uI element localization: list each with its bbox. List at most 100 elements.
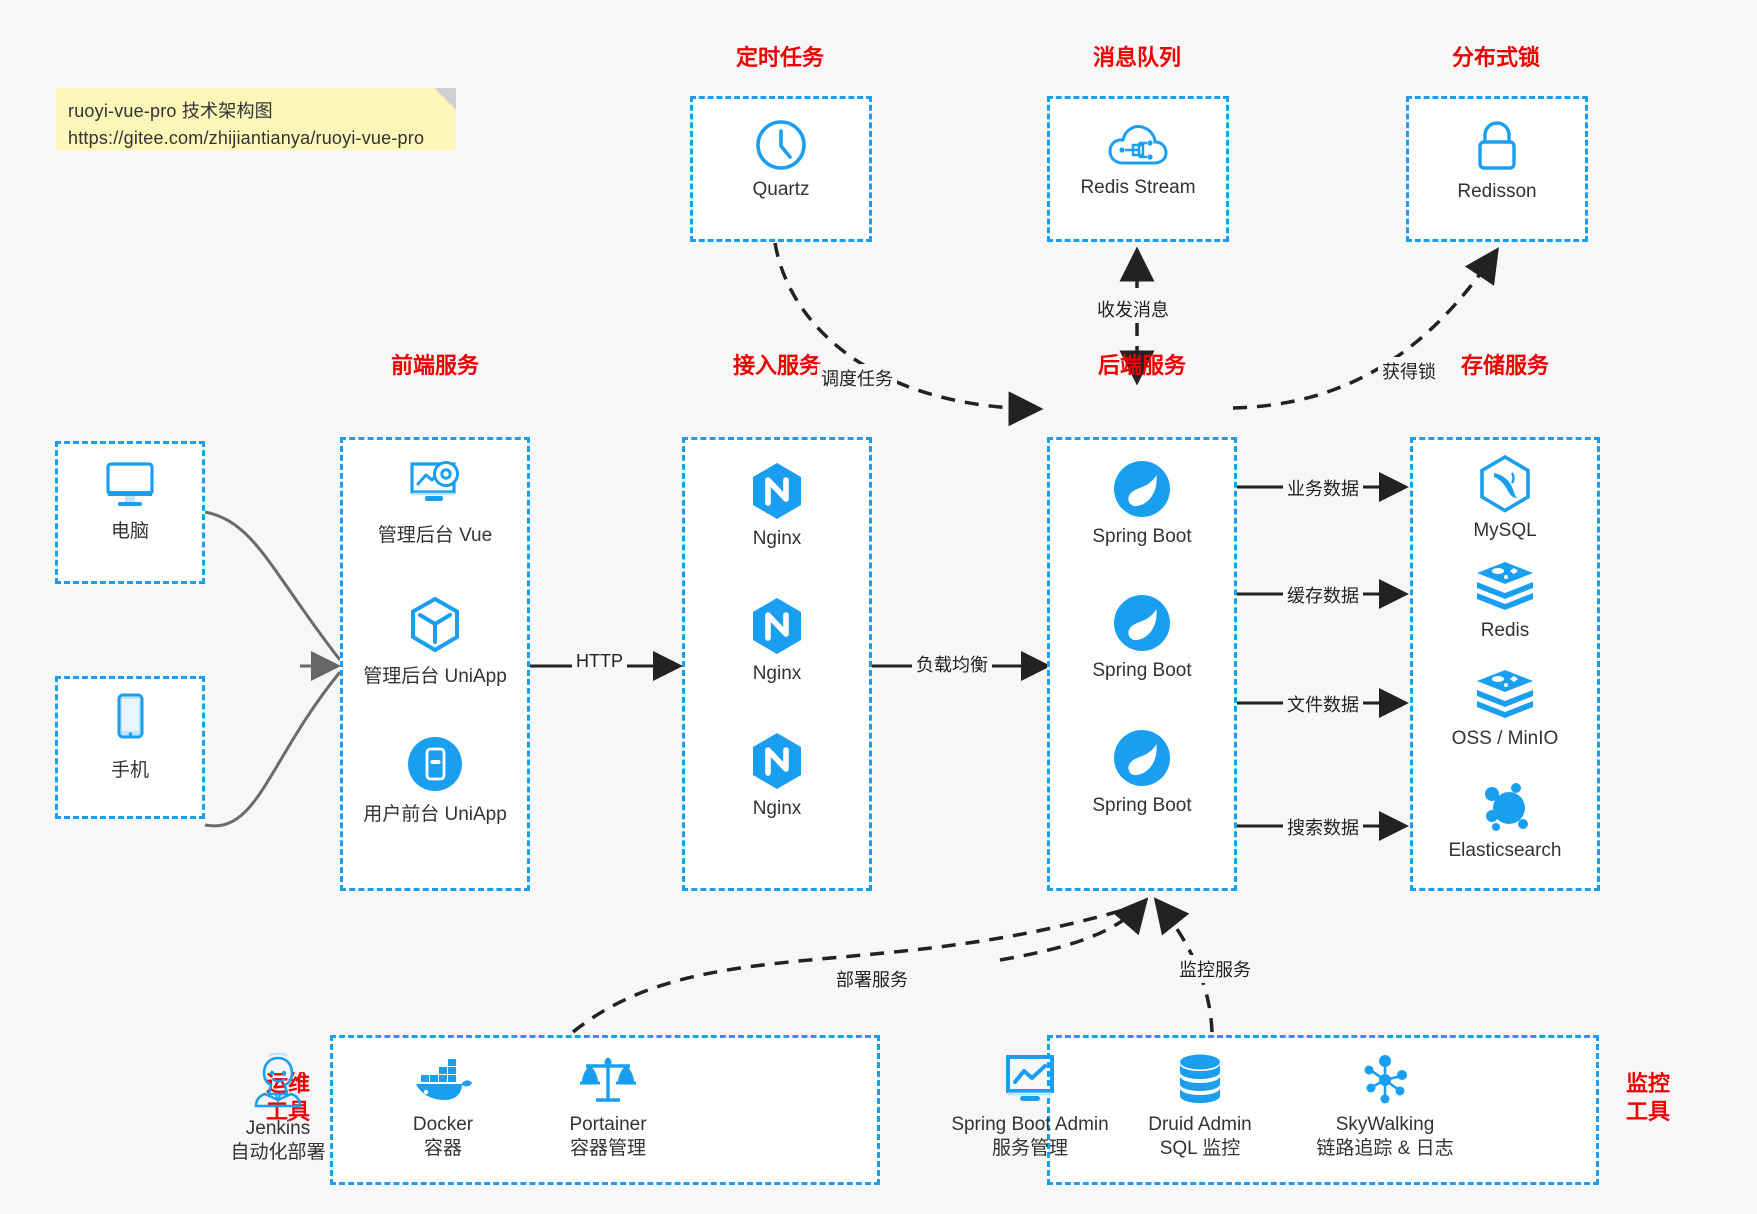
edge-label-http: HTTP — [572, 650, 627, 673]
redis-stack-icon — [1477, 562, 1533, 610]
smartphone-icon — [117, 693, 144, 739]
docker-whale-icon — [416, 1059, 472, 1100]
group-box-frontend[interactable]: 管理后台 Vue 管理后台 UniApp 用户前台 UniApp — [340, 437, 530, 891]
edge-label-business-data: 业务数据 — [1283, 474, 1363, 502]
node-label: Jenkins — [245, 1118, 311, 1139]
node-spring-boot-3[interactable]: Spring Boot — [1050, 727, 1234, 817]
node-spring-boot-2[interactable]: Spring Boot — [1050, 592, 1234, 682]
group-title-scheduler: 定时任务 — [735, 45, 824, 70]
nginx-icon — [753, 463, 801, 519]
note-fold-corner — [434, 88, 456, 110]
node-docker[interactable]: Docker 容器 — [348, 1056, 538, 1161]
node-desktop[interactable]: 电脑 — [58, 458, 202, 543]
devops-title-line-2: 工具 — [265, 1099, 310, 1124]
node-label: 管理后台 Vue — [377, 525, 493, 546]
monitor-chart-icon — [1006, 1055, 1054, 1101]
group-box-monitor[interactable]: Spring Boot Admin 服务管理 Druid Admin SQL 监… — [951, 1035, 1599, 1185]
edge-label-send-receive-msg: 收发消息 — [1093, 295, 1173, 323]
skywalking-node-icon — [1364, 1055, 1407, 1104]
note-line-2: https://gitee.com/zhijiantianya/ruoyi-vu… — [68, 128, 425, 148]
group-box-mq[interactable]: Redis Stream — [1047, 96, 1229, 242]
node-label: Spring Boot Admin — [951, 1114, 1109, 1135]
node-oss-minio[interactable]: OSS / MinIO — [1413, 668, 1597, 750]
note-line-1: ruoyi-vue-pro 技术架构图 — [68, 101, 273, 121]
node-skywalking[interactable]: SkyWalking 链路追踪 & 日志 — [1275, 1052, 1495, 1161]
group-title-storage: 存储服务 — [1460, 353, 1549, 378]
client-box-desktop[interactable]: 电脑 — [55, 441, 205, 584]
edge-label-cache-data: 缓存数据 — [1283, 581, 1363, 609]
node-label: SkyWalking — [1335, 1114, 1435, 1135]
edge-label-deploy-service: 部署服务 — [832, 965, 912, 993]
node-label: Docker — [412, 1114, 474, 1135]
edge-label-schedule-task: 调度任务 — [817, 364, 897, 392]
node-label: Nginx — [752, 798, 802, 819]
node-nginx-1[interactable]: Nginx — [685, 460, 869, 550]
node-admin-vue[interactable]: 管理后台 Vue — [343, 458, 527, 547]
group-title-mq: 消息队列 — [1092, 45, 1181, 70]
dashboard-gear-icon — [410, 461, 459, 501]
monitor-title-line-2: 工具 — [1625, 1099, 1670, 1124]
edge-label-file-data: 文件数据 — [1283, 690, 1363, 718]
spring-leaf-icon — [1114, 595, 1170, 651]
node-label: Nginx — [752, 663, 802, 684]
node-sublabel: SQL 监控 — [1159, 1138, 1241, 1159]
mysql-dolphin-icon — [1480, 454, 1530, 513]
node-nginx-2[interactable]: Nginx — [685, 595, 869, 685]
node-phone[interactable]: 手机 — [58, 691, 202, 782]
spring-leaf-icon — [1114, 730, 1170, 786]
node-admin-uniapp[interactable]: 管理后台 UniApp — [343, 595, 527, 688]
node-label: MySQL — [1473, 520, 1537, 541]
group-box-gateway[interactable]: Nginx Nginx Nginx — [682, 437, 872, 891]
padlock-icon — [1478, 121, 1516, 170]
desktop-monitor-icon — [106, 462, 154, 506]
group-title-gateway: 接入服务 — [732, 353, 821, 378]
cloud-network-icon — [1108, 125, 1168, 165]
node-elasticsearch[interactable]: Elasticsearch — [1413, 780, 1597, 862]
node-label: 电脑 — [110, 521, 149, 542]
spring-leaf-icon — [1114, 461, 1170, 517]
node-label: Redis Stream — [1080, 177, 1196, 198]
node-sublabel: 容器管理 — [569, 1138, 646, 1159]
sticky-note: ruoyi-vue-pro 技术架构图 https://gitee.com/zh… — [56, 88, 456, 150]
node-mysql[interactable]: MySQL — [1413, 454, 1597, 542]
node-portainer[interactable]: Portainer 容器管理 — [513, 1052, 703, 1161]
group-box-backend[interactable]: Spring Boot Spring Boot Spring Boot — [1047, 437, 1237, 891]
node-label: Spring Boot — [1092, 795, 1192, 816]
group-box-scheduler[interactable]: Quartz — [690, 96, 872, 242]
node-sublabel: 自动化部署 — [230, 1142, 326, 1163]
phone-app-icon — [408, 737, 462, 791]
hexagon-cube-icon — [411, 596, 459, 653]
group-box-devops[interactable]: Jenkins 自动化部署 Docker 容器 — [230, 1035, 880, 1185]
redis-stack-icon — [1477, 670, 1533, 718]
group-box-lock[interactable]: Redisson — [1406, 96, 1588, 242]
node-label: Elasticsearch — [1448, 840, 1562, 861]
group-title-devops: 运维 工具 — [250, 1070, 326, 1126]
node-label: Quartz — [752, 179, 810, 200]
node-redis[interactable]: Redis — [1413, 560, 1597, 642]
monitor-title-line-1: 监控 — [1625, 1071, 1670, 1096]
node-sublabel: 容器 — [423, 1138, 462, 1159]
scales-icon — [580, 1058, 636, 1102]
edge-label-monitor-service: 监控服务 — [1175, 955, 1255, 983]
node-redis-stream[interactable]: Redis Stream — [1050, 121, 1226, 199]
node-jenkins[interactable]: Jenkins 自动化部署 — [183, 1050, 373, 1165]
node-label: OSS / MinIO — [1451, 728, 1559, 749]
node-label: Nginx — [752, 528, 802, 549]
node-spring-boot-admin[interactable]: Spring Boot Admin 服务管理 — [920, 1052, 1140, 1161]
jenkins-butler-icon — [254, 1052, 302, 1108]
node-spring-boot-1[interactable]: Spring Boot — [1050, 458, 1234, 548]
node-user-uniapp[interactable]: 用户前台 UniApp — [343, 735, 527, 826]
node-sublabel: 服务管理 — [991, 1138, 1068, 1159]
node-nginx-3[interactable]: Nginx — [685, 730, 869, 820]
node-label: 用户前台 UniApp — [363, 804, 507, 825]
edge-label-load-balance: 负载均衡 — [912, 650, 992, 678]
node-quartz[interactable]: Quartz — [693, 117, 869, 201]
group-title-monitor: 监控 工具 — [1610, 1070, 1686, 1126]
client-box-phone[interactable]: 手机 — [55, 676, 205, 819]
node-label: Druid Admin — [1148, 1114, 1252, 1135]
node-label: Redisson — [1457, 181, 1537, 202]
clock-icon — [756, 120, 806, 170]
node-redisson[interactable]: Redisson — [1409, 119, 1585, 203]
node-druid-admin[interactable]: Druid Admin SQL 监控 — [1100, 1052, 1300, 1161]
group-box-storage[interactable]: MySQL Redis OSS / MinIO — [1410, 437, 1600, 891]
